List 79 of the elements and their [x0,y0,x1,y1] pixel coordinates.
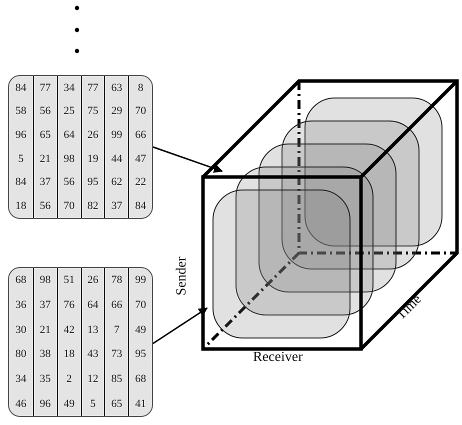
matrix-value: 96 [14,128,28,144]
matrix-value: 84 [14,175,28,190]
matrix-value: 18 [14,199,28,214]
matrix-value: 37 [32,170,57,194]
matrix-value: 76 [56,292,80,318]
matrix-value: 62 [104,170,128,194]
matrix-value: 19 [80,146,104,171]
matrix-value: 13 [80,317,104,342]
matrix-value: 38 [32,342,57,367]
matrix-value: 21 [32,146,57,171]
matrix-value: 25 [56,100,80,124]
arrow [152,146,223,173]
matrix-value: 63 [104,76,128,100]
matrix-table [8,75,153,219]
axis-label: Time [394,292,426,324]
axis-label: Receiver [253,350,303,366]
matrix-value: 64 [56,123,80,147]
matrix-value: 56 [32,194,57,218]
matrix-value: 35 [32,366,57,392]
matrix-table [8,267,153,417]
matrix-value: 34 [14,372,28,387]
matrix-value: 12 [80,366,104,392]
matrix-value: 46 [14,396,28,412]
matrix-value: 66 [104,292,128,318]
matrix-value: 68 [14,273,28,288]
matrix-value: 77 [32,76,57,100]
matrix-value: 99 [104,123,128,147]
matrix-value: 96 [32,391,57,416]
matrix-value: 65 [32,123,57,147]
matrix-value: 51 [56,268,80,293]
matrix-value: 98 [32,268,57,293]
matrix-value: 49 [56,391,80,416]
matrix-value: 68 [128,366,152,392]
matrix-value: 58 [14,104,28,120]
matrix-value: 36 [14,298,28,313]
matrix-value: 47 [128,146,152,171]
matrix-value: 80 [14,347,28,362]
matrix-value: 56 [56,170,80,194]
matrix-value: 78 [104,268,128,293]
matrix-value: 43 [80,342,104,367]
matrix-value: 18 [56,342,80,367]
matrix-value: 85 [104,366,128,392]
matrix-value: 70 [56,194,80,218]
matrix-value: 37 [32,292,57,318]
matrix-value: 29 [104,100,128,124]
matrix-value: 8 [128,76,152,100]
matrix-value: 95 [128,342,152,367]
matrix-value: 84 [14,80,28,96]
matrix-value: 70 [128,100,152,124]
matrix-value: 98 [56,146,80,171]
matrix-value: 44 [104,146,128,171]
matrix-value: 26 [80,268,104,293]
matrix-value: 66 [128,123,152,147]
matrix-value: 41 [128,391,152,416]
matrix-value: 75 [80,100,104,124]
matrix-value: 21 [32,317,57,342]
matrix-value: 65 [104,391,128,416]
matrix-value: 2 [56,366,80,392]
arrow [152,308,208,344]
matrix-value: 30 [14,322,28,338]
axis-label: Sender [174,256,190,296]
matrix-value: 7 [104,317,128,342]
matrix-value: 26 [80,123,104,147]
matrix-value: 5 [80,391,104,416]
matrix-value: 99 [128,268,152,293]
matrix-value: 56 [32,100,57,124]
matrix-value: 70 [128,292,152,318]
matrix-value: 5 [17,152,25,167]
matrix-value: 49 [128,317,152,342]
matrix-value: 42 [56,317,80,342]
matrix-value: 37 [104,194,128,218]
matrix-value: 84 [128,194,152,218]
matrix-value: 95 [80,170,104,194]
matrix-value: 22 [128,170,152,194]
matrix-value: 34 [56,76,80,100]
matrix-value: 73 [104,342,128,367]
matrix-value: 64 [80,292,104,318]
matrix-value: 82 [80,194,104,218]
matrix-value: 77 [80,76,104,100]
